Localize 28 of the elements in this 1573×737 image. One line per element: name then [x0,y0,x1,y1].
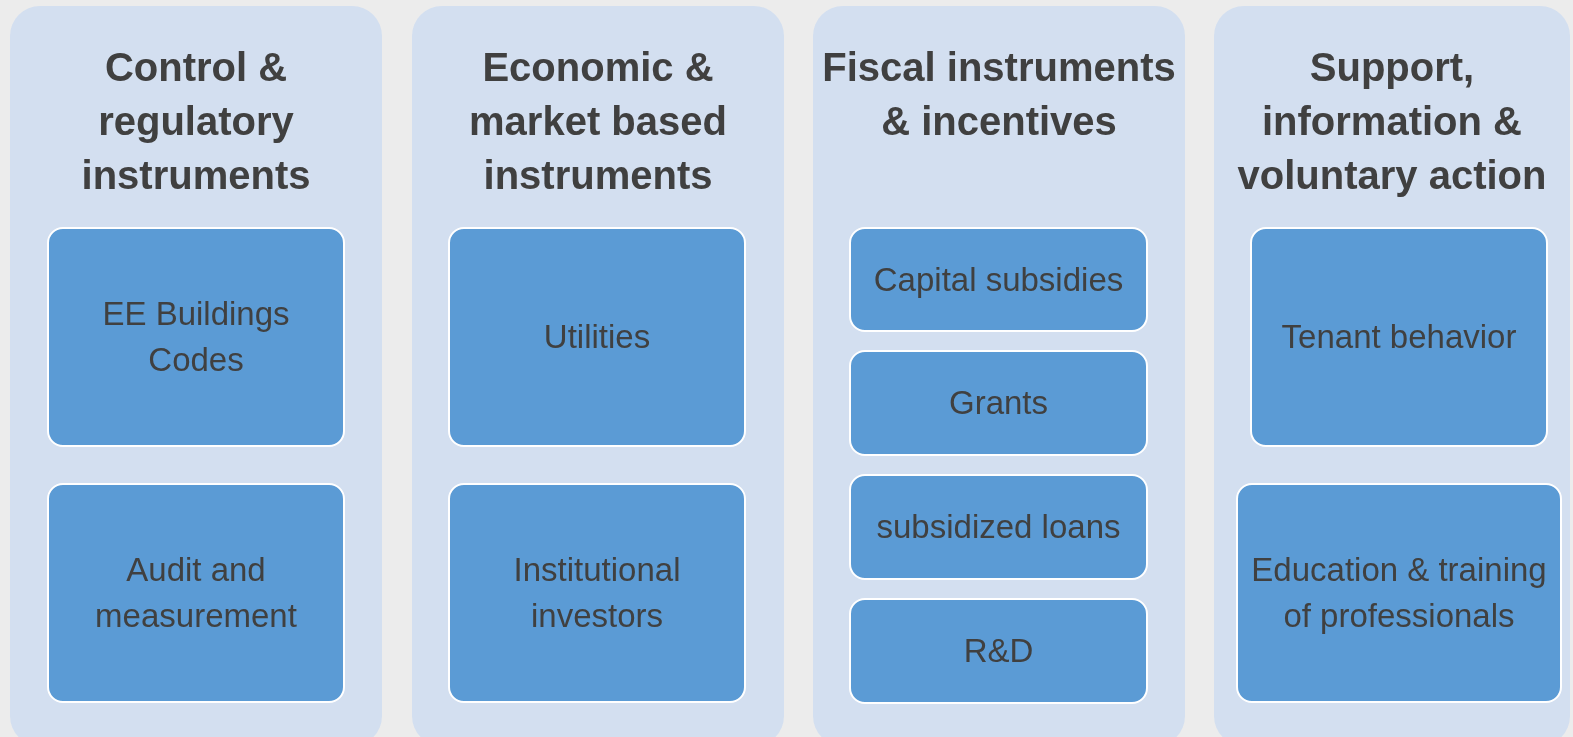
instrument-label: Tenant behavior [1281,317,1517,357]
category-heading: Support, information & voluntary action [1236,44,1548,199]
category-panel [813,6,1185,737]
instrument-label: Education & training of professionals [1250,550,1548,636]
instrument-label: Capital subsidies [873,259,1124,300]
instrument-box [849,227,1148,332]
instrument-box [47,483,345,703]
instrument-box [47,227,345,447]
instrument-box [448,483,746,703]
instrument-box [1236,483,1562,703]
instrument-label: EE Buildings Codes [101,294,291,380]
instrument-box [1250,227,1548,447]
instrument-label: Grants [948,383,1048,423]
instrument-box [448,227,746,447]
instrument-label: Audit and measurement [94,550,298,636]
instrument-box [849,350,1148,456]
category-panel [412,6,784,737]
instrument-label: Institutional investors [512,550,682,636]
instrument-box [849,474,1148,580]
category-heading: Economic & market based instruments [468,44,728,199]
instrument-label: Utilities [543,317,651,357]
instrument-box [849,598,1148,704]
category-heading: Fiscal instruments & incentives [821,44,1177,145]
category-heading: Control & regulatory instruments [80,44,312,199]
instrument-label: subsidized loans [876,507,1121,547]
instrument-label: R&D [963,631,1034,671]
category-panel [1214,6,1570,737]
category-panel [10,6,382,737]
